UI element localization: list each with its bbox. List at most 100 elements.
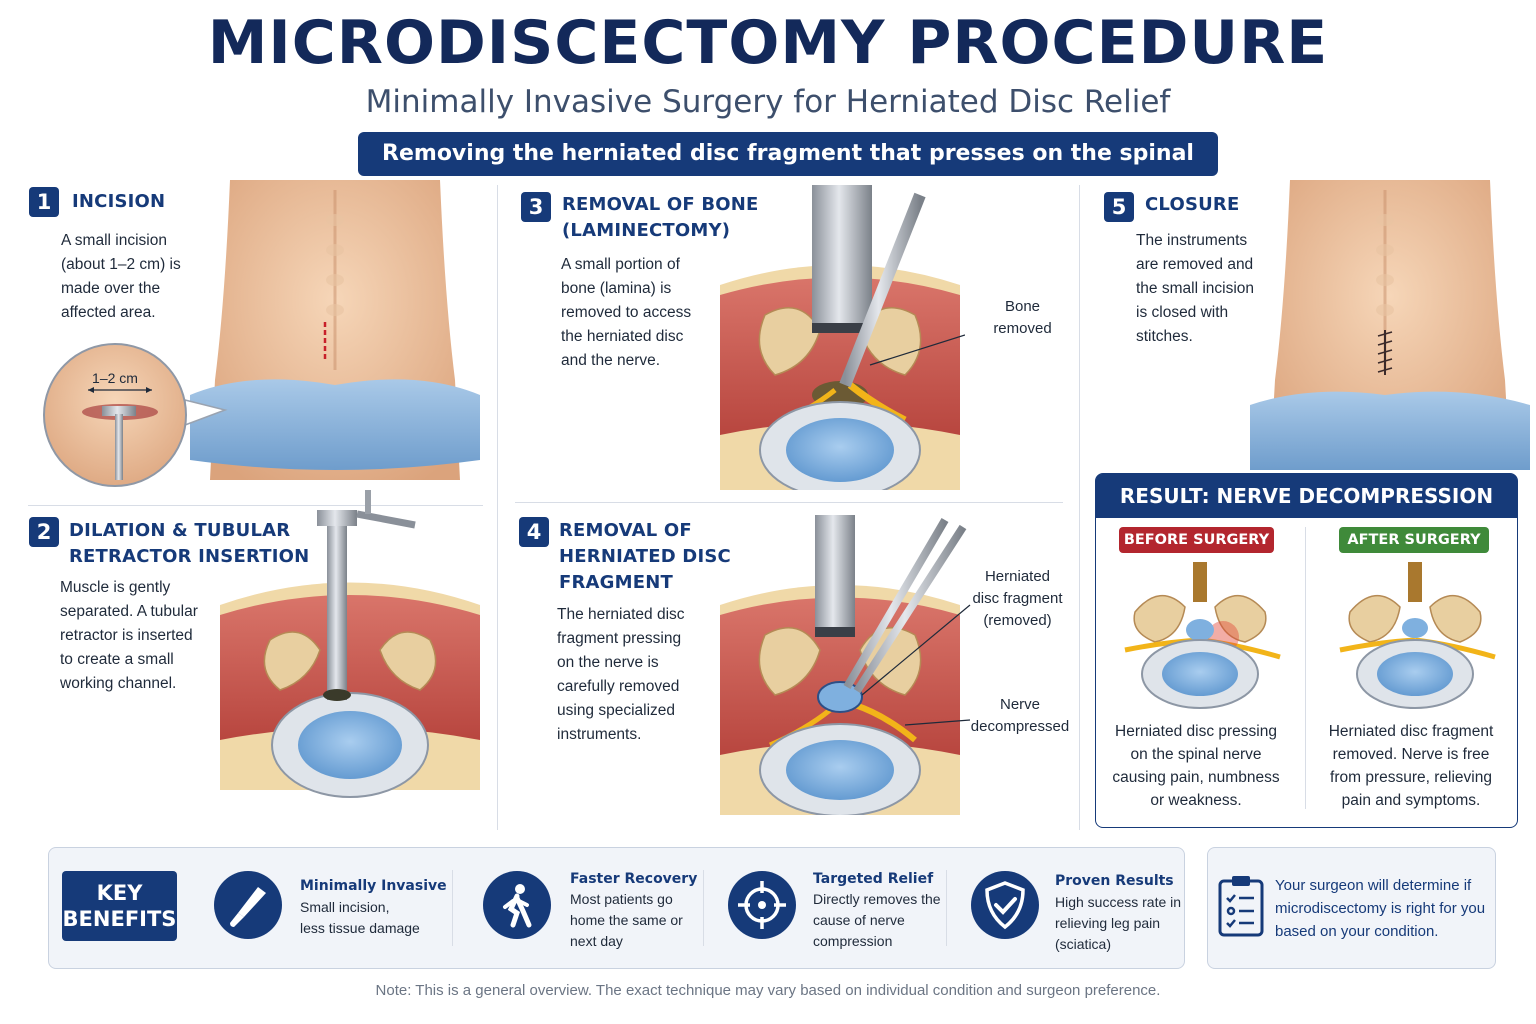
step-5-number: 5: [1104, 192, 1134, 222]
benefit-text-line: cause of nerve: [813, 912, 905, 928]
benefit-text-line: home the same or: [570, 912, 683, 928]
step-5-text: The instruments are removed and the smal…: [1136, 229, 1254, 349]
tubular-retractor-illustration: [220, 490, 480, 798]
step-3-text-line: removed to access: [561, 304, 692, 321]
shield-check-icon: [971, 871, 1039, 939]
target-icon: [728, 871, 796, 939]
disc-fragment-line: disc fragment: [972, 590, 1063, 607]
disc-fragment-removed-label: Herniated disc fragment (removed): [965, 566, 1070, 632]
step-4-text-line: The herniated disc: [557, 606, 685, 623]
divider: [703, 870, 704, 946]
step-4-text-line: carefully removed: [557, 678, 680, 695]
before-surgery-spine-illustration: [1124, 562, 1281, 709]
surgeon-note-line: based on your condition.: [1275, 923, 1439, 940]
benefit-text: Small incision, less tissue damage: [300, 897, 420, 939]
benefit-text-line: Most patients go: [570, 891, 673, 907]
benefit-text-line: High success rate in: [1055, 894, 1182, 910]
back-incision-illustration: [190, 180, 480, 480]
benefit-text-line: less tissue damage: [300, 920, 420, 936]
surgeon-note-text: Your surgeon will determine if microdisc…: [1275, 874, 1493, 943]
step-2-text-line: separated. A tubular: [60, 603, 198, 620]
surgeon-note-panel: [1207, 847, 1496, 969]
step-4-text-line: on the nerve is: [557, 654, 659, 671]
page-subtitle: Minimally Invasive Surgery for Herniated…: [365, 84, 1171, 120]
step-4-text-line: using specialized: [557, 702, 676, 719]
step-3-title-line: REMOVAL OF BONE: [562, 194, 759, 215]
step-2-text-line: Muscle is gently: [60, 579, 171, 596]
benefit-title: Proven Results: [1055, 873, 1174, 889]
step-5-title: CLOSURE: [1145, 192, 1239, 218]
closure-back-illustration: [1250, 180, 1530, 470]
after-surgery-text: Herniated disc fragment removed. Nerve i…: [1316, 720, 1506, 812]
summary-banner: Removing the herniated disc fragment tha…: [358, 132, 1218, 210]
step-2-text-line: retractor is inserted: [60, 627, 193, 644]
benefit-text: Directly removes the cause of nerve comp…: [813, 889, 941, 952]
footer-note: Note: This is a general overview. The ex…: [375, 982, 1161, 999]
nerve-decompressed-label: Nerve decompressed: [965, 694, 1075, 738]
step-1-text: A small incision (about 1–2 cm) is made …: [61, 229, 181, 325]
result-title: RESULT: NERVE DECOMPRESSION: [1096, 474, 1517, 518]
step-4-text: The herniated disc fragment pressing on …: [557, 603, 685, 747]
benefit-text: High success rate in relieving leg pain …: [1055, 892, 1181, 955]
step-1-text-line: affected area.: [61, 304, 156, 321]
benefit-title: Faster Recovery: [570, 871, 698, 887]
after-surgery-spine-illustration: [1339, 562, 1496, 709]
incision-size-label: 1–2 cm: [92, 370, 138, 386]
step-3-title: REMOVAL OF BONE (LAMINECTOMY): [562, 192, 759, 244]
benefit-text-line: relieving leg pain: [1055, 915, 1161, 931]
bone-removed-line: Bone: [1004, 298, 1041, 315]
step-3-number: 3: [521, 192, 551, 222]
after-surgery-tag: AFTER SURGERY: [1339, 527, 1489, 553]
divider: [946, 870, 947, 946]
step-2-title-line: DILATION & TUBULAR: [69, 520, 291, 541]
step-4-title-line: FRAGMENT: [559, 572, 674, 593]
divider: [515, 502, 1063, 503]
step-2-number: 2: [29, 517, 59, 547]
step-2-text-line: to create a small: [60, 651, 174, 668]
benefit-title: Targeted Relief: [813, 871, 934, 887]
step-4-title-line: HERNIATED DISC: [559, 546, 731, 567]
step-5-text-line: the small incision: [1136, 280, 1255, 297]
after-line: from pressure, relieving: [1330, 769, 1492, 786]
step-2-text: Muscle is gently separated. A tubular re…: [60, 576, 198, 696]
step-4-text-line: fragment pressing: [557, 630, 682, 647]
before-line: on the spinal nerve: [1130, 746, 1262, 763]
scalpel-icon: [214, 871, 282, 939]
after-line: pain and symptoms.: [1341, 792, 1481, 809]
disc-fragment-line: (removed): [983, 612, 1052, 629]
divider: [497, 185, 498, 830]
bone-removed-line: removed: [993, 320, 1052, 337]
walking-person-icon: [483, 871, 551, 939]
step-2-title-line: RETRACTOR INSERTION: [69, 546, 310, 567]
surgeon-note-line: microdiscectomy is right for you: [1275, 900, 1486, 917]
divider: [452, 870, 453, 946]
before-line: or weakness.: [1150, 792, 1242, 809]
clipboard-checklist-icon: [1218, 876, 1264, 937]
step-1-text-line: A small incision: [61, 232, 167, 249]
divider: [28, 505, 483, 506]
step-4-title: REMOVAL OF HERNIATED DISC FRAGMENT: [559, 518, 731, 596]
step-2-title: DILATION & TUBULAR RETRACTOR INSERTION: [69, 518, 309, 570]
step-5-text-line: The instruments: [1136, 232, 1248, 249]
benefit-text-line: Directly removes the: [813, 891, 941, 907]
step-5-title-line: CLOSURE: [1145, 194, 1240, 215]
disc-fragment-removal-illustration: [720, 515, 971, 815]
bone-removed-label: Bone removed: [975, 296, 1070, 340]
benefit-text-line: Small incision,: [300, 899, 390, 915]
step-3-title-line: (LAMINECTOMY): [562, 220, 731, 241]
benefit-text-line: (sciatica): [1055, 936, 1112, 952]
step-4-number: 4: [519, 517, 549, 547]
step-1-text-line: made over the: [61, 280, 161, 297]
page-title: MICRODISCECTOMY PROCEDURE: [207, 8, 1329, 78]
divider: [1305, 527, 1306, 809]
step-1-title: INCISION: [72, 189, 165, 215]
incision-zoom-callout: [43, 343, 228, 487]
step-1-text-line: (about 1–2 cm) is: [61, 256, 181, 273]
after-line: Herniated disc fragment: [1328, 723, 1494, 740]
step-5-text-line: is closed with: [1136, 304, 1229, 321]
nerve-decompressed-line: decompressed: [970, 718, 1070, 735]
step-5-text-line: stitches.: [1136, 328, 1193, 345]
key-benefits-heading-line: BENEFITS: [62, 907, 177, 931]
before-line: Herniated disc pressing: [1115, 723, 1277, 740]
benefit-text: Most patients go home the same or next d…: [570, 889, 683, 952]
